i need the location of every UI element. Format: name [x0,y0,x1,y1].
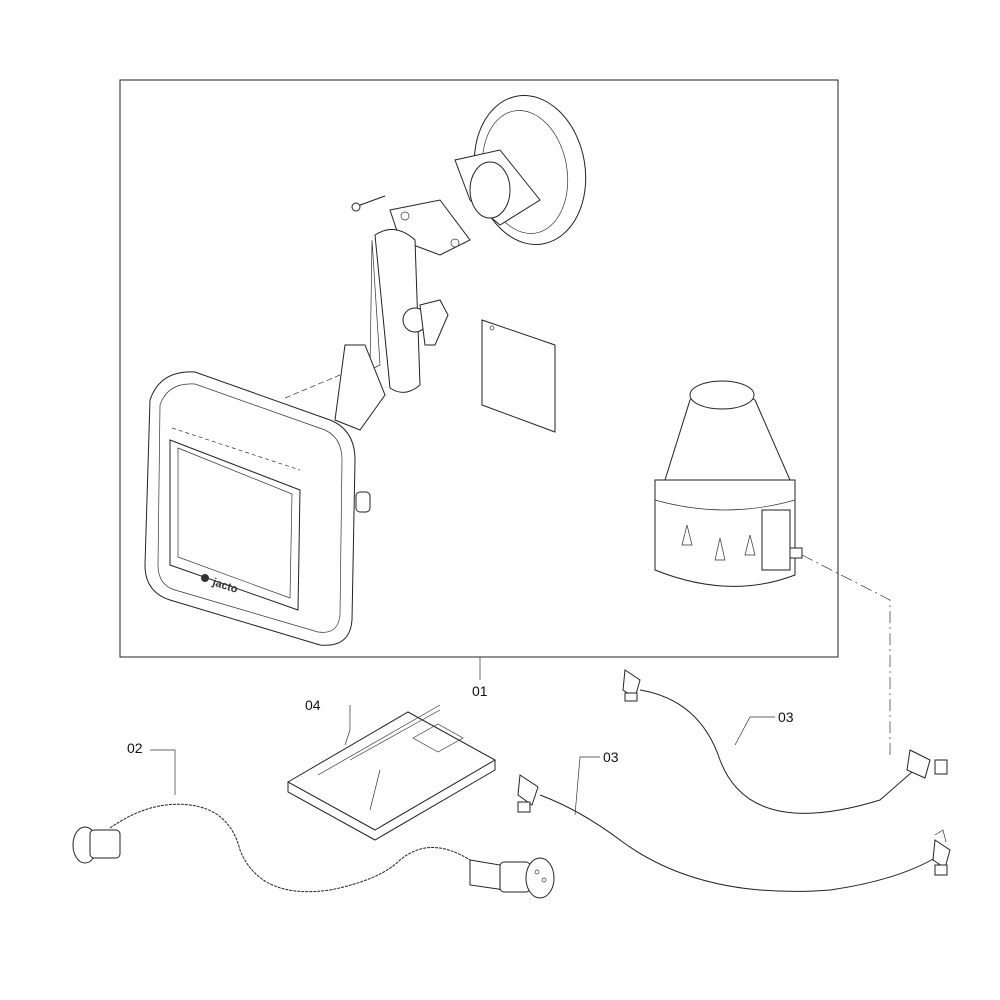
manual-04 [286,704,497,841]
callout-04: 04 [305,697,321,713]
screw [351,195,386,212]
cable-03-lower [517,774,951,892]
callout-03-lower: 03 [603,749,619,765]
monitor: jacto [144,371,371,646]
bracket-arm [284,199,471,431]
adhesive-pad [481,319,556,433]
callout-01: 01 [472,683,488,699]
suction-cup-mount [454,95,587,245]
callout-02: 02 [127,740,143,756]
harness-02 [72,803,555,899]
leader-lines [150,657,775,816]
kit-frame [119,79,839,658]
callout-03-upper: 03 [778,709,794,725]
cable-03-upper [622,669,948,814]
gps-antenna [654,380,891,755]
